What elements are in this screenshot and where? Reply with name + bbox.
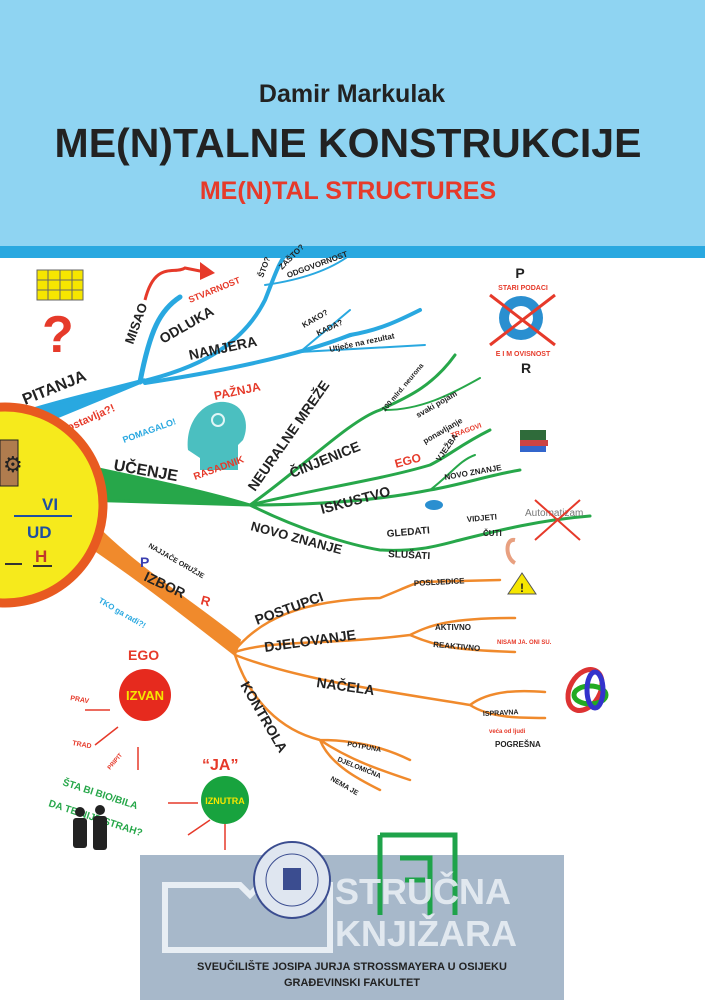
label-cuti: ČUTI	[483, 529, 502, 538]
label-nisam: NISAM JA. ONI SU.	[497, 640, 552, 646]
center-ud: UD	[27, 523, 52, 542]
red-arrow-icon	[143, 266, 206, 301]
grid-icon	[36, 269, 84, 301]
label-stvarnost: STVARNOST	[187, 275, 242, 305]
center-h: H	[35, 547, 47, 566]
green-branch	[78, 353, 592, 552]
orange-branch	[78, 523, 547, 792]
gear-icon: ⚙	[3, 452, 23, 477]
label-veca: veća od ljudi	[489, 729, 526, 735]
label-ispravna: ISPRAVNA	[483, 709, 519, 718]
author: Damir Markulak	[259, 80, 445, 108]
book-title: ME(N)TALNE KONSTRUKCIJE	[55, 120, 642, 166]
book-subtitle: ME(N)TAL STRUCTURES	[200, 177, 496, 205]
warning-icon: !	[507, 572, 537, 595]
label-reaktivno: REAKTIVNO	[433, 640, 481, 653]
watermark-panel	[140, 855, 564, 1000]
label-slusati: SLUŠATI	[388, 547, 431, 562]
label-stari-podaci: STARI PODACI	[498, 285, 548, 292]
label-nacela: NAČELA	[316, 673, 376, 698]
label-pomagalo: POMAGALO!	[121, 416, 177, 445]
eye-icon	[425, 500, 443, 510]
label-p-top: P	[515, 265, 524, 281]
label-ovisnost: E I M OVISNOST	[496, 351, 551, 358]
label-ja: “JA”	[202, 757, 238, 774]
thinking-head-icon	[187, 401, 246, 470]
label-djelovanje: DJELOVANJE	[263, 626, 357, 655]
label-prav: PRAV	[70, 695, 90, 705]
label-potpuna: POTPUNA	[347, 741, 382, 754]
arrows-from-iznutra	[168, 802, 226, 850]
cross-icon	[534, 499, 581, 541]
iznutra-circle	[201, 776, 249, 824]
rings-icon	[565, 667, 609, 713]
label-pogresna: POGREŠNA	[495, 740, 541, 749]
university-name: SVEUČILIŠTE JOSIPA JURJA STROSSMAYERA U …	[197, 960, 507, 973]
old-data-crossed-icon	[489, 293, 556, 347]
faculty-logo-icon	[377, 832, 458, 915]
label-postupci: POSTUPCI	[253, 588, 326, 628]
center-circle: ⚙ VI UD H	[0, 402, 108, 608]
header-stripe	[0, 246, 705, 258]
watermark-line-2: KNJIŽARA	[335, 912, 517, 954]
arrowhead-icon	[200, 262, 215, 280]
label-sto: ŠTO?	[256, 256, 272, 279]
center-vi: VI	[42, 495, 58, 514]
question-mark-icon: ?	[42, 306, 74, 364]
izvan-circle	[119, 669, 171, 721]
label-r-izbor: R	[199, 592, 213, 609]
label-trad: TRAD	[72, 740, 92, 750]
label-paznja: PAŽNJA	[213, 378, 263, 403]
label-ego: EGO	[128, 647, 159, 663]
watermark-line-1: STRUČNA	[335, 870, 511, 912]
label-nema: NEMA JE	[329, 776, 360, 798]
books-icon	[520, 430, 548, 452]
label-ego-green: EGO	[393, 450, 422, 470]
arrows-to-izvan	[85, 709, 139, 770]
label-p-izbor: P	[140, 554, 149, 570]
university-seal-icon	[253, 841, 331, 919]
ear-icon	[505, 537, 517, 565]
label-r-bottom: R	[521, 360, 531, 376]
label-iznutra: IZNUTRA	[205, 796, 245, 806]
faculty-name: GRAĐEVINSKI FAKULTET	[284, 977, 420, 989]
label-tko-radi: TKO ga radi?!	[97, 596, 147, 630]
label-aktivno: AKTIVNO	[435, 623, 471, 632]
label-pripit: PRIPIT	[107, 752, 124, 771]
header-background	[0, 0, 705, 247]
label-gledati: GLEDATI	[386, 525, 430, 540]
label-misao: MISAO	[122, 301, 151, 346]
label-cinjenice: ČINJENICE	[287, 437, 363, 481]
svg-text:!: !	[520, 581, 524, 595]
label-kontrola: KONTROLA	[237, 679, 291, 756]
label-utjece: Utječe na rezultat	[329, 331, 396, 354]
label-izvan: IZVAN	[126, 688, 164, 703]
label-namjera: NAMJERA	[187, 333, 258, 363]
label-vidjeti: VIDJETI	[466, 512, 497, 524]
label-posljedice: POSLJEDICE	[414, 576, 466, 588]
label-automatizam: Automatizam	[525, 508, 583, 519]
business-people-icon	[73, 805, 107, 850]
